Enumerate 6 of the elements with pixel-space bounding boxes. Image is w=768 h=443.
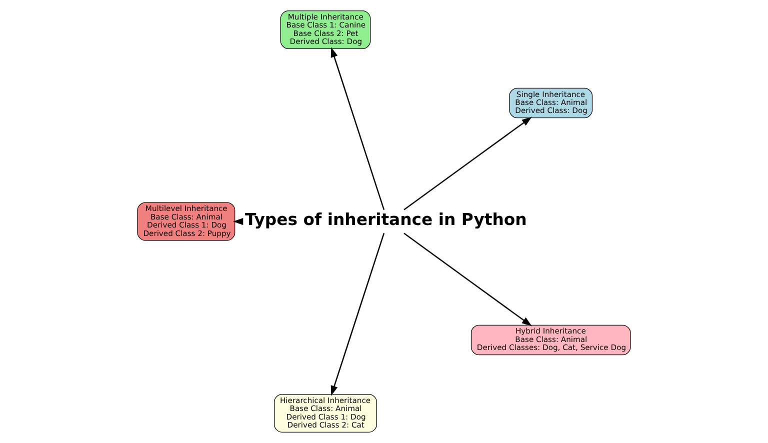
node-text: Types of inheritance in Python <box>244 210 527 229</box>
arrow <box>404 232 532 326</box>
arrow <box>330 233 385 396</box>
arrow <box>233 218 244 226</box>
arrow <box>330 47 385 210</box>
arrow <box>404 116 532 210</box>
